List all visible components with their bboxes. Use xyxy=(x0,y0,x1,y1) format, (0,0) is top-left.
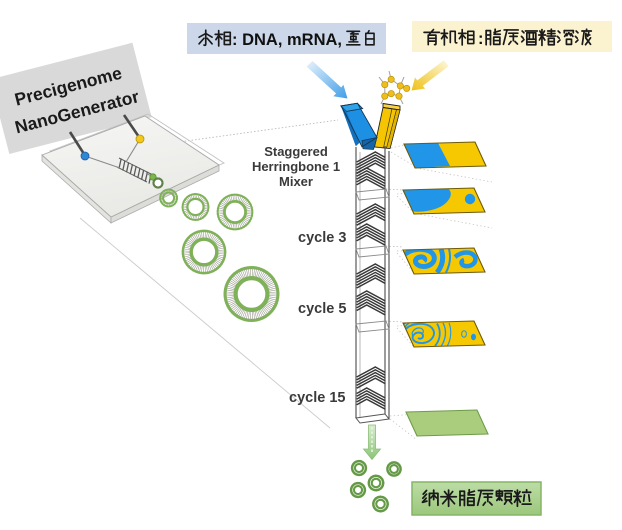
svg-text:: DNA, mRNA,: : DNA, mRNA, xyxy=(232,31,342,49)
svg-text:Herringbone 1: Herringbone 1 xyxy=(252,159,340,174)
svg-text:cycle 3: cycle 3 xyxy=(298,230,346,246)
svg-text:cycle 15: cycle 15 xyxy=(289,390,345,406)
svg-text::: : xyxy=(478,30,484,48)
svg-text:cycle 5: cycle 5 xyxy=(298,301,346,317)
svg-text:Mixer: Mixer xyxy=(279,174,313,189)
svg-text:Staggered: Staggered xyxy=(264,144,328,159)
